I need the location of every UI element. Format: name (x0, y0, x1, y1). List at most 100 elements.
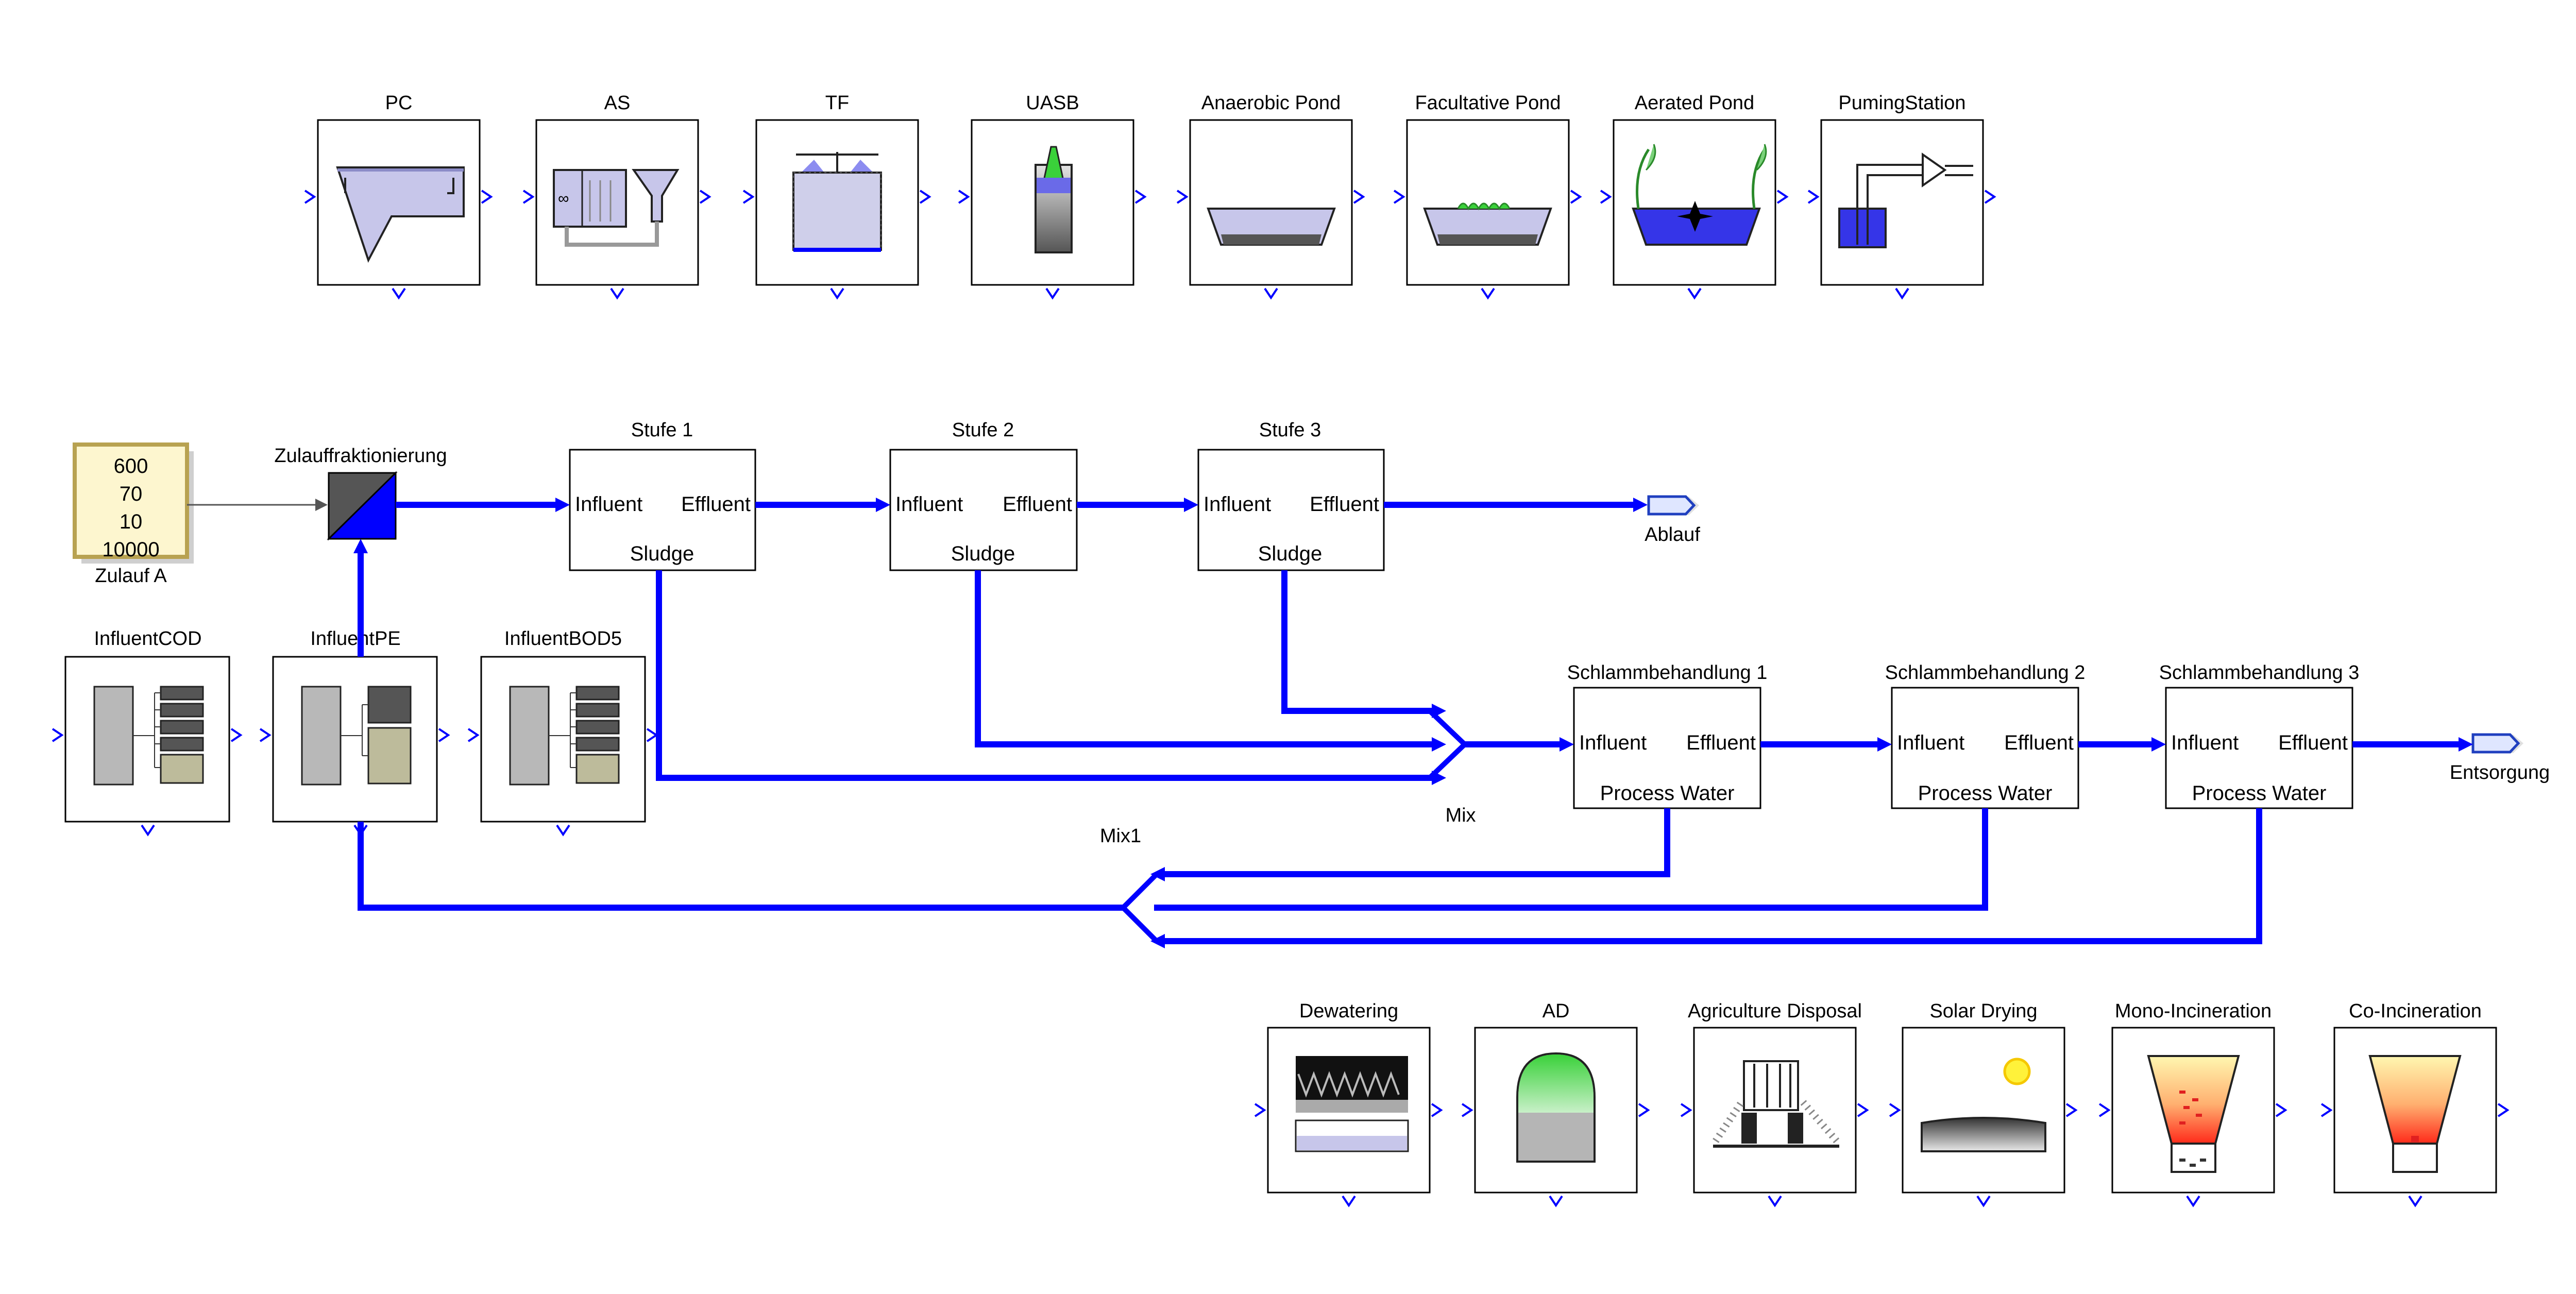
block-ad[interactable]: AD (1474, 1000, 1638, 1194)
signal-arrow (315, 499, 328, 511)
aerated-pond-icon (1632, 144, 1767, 246)
port-label: Influent (1897, 731, 1964, 754)
constant-value: 10000 (102, 538, 159, 561)
block-tf[interactable]: TF (755, 92, 919, 286)
block-label: PumingStation (1838, 92, 1965, 114)
block-aerated-pond[interactable]: Aerated Pond (1613, 92, 1776, 286)
port-label: Influent (2171, 731, 2239, 754)
fractionation-table-icon (509, 686, 620, 786)
port-label: Influent (895, 493, 963, 516)
block-label: Anaerobic Pond (1201, 92, 1341, 114)
block-as[interactable]: AS ∞ (535, 92, 699, 286)
block-title: Schlammbehandlung 1 (1567, 662, 1768, 684)
port-label: Influent (1204, 493, 1271, 516)
facultative-pond-icon (1423, 202, 1552, 246)
svg-text:∞: ∞ (558, 190, 569, 207)
fractionation-table-icon (93, 686, 204, 786)
pumping-station-icon (1838, 152, 1973, 248)
block-anaerobic-pond[interactable]: Anaerobic Pond (1189, 92, 1353, 286)
fractionation-block[interactable]: Zulauffraktionierung (274, 445, 447, 541)
block-label: Facultative Pond (1415, 92, 1561, 114)
block-label: Agriculture Disposal (1688, 1000, 1862, 1022)
stage-block-3[interactable]: Stufe 3 Influent Effluent Sludge (1197, 419, 1385, 571)
block-label: Dewatering (1299, 1000, 1398, 1022)
port-label: Effluent (2278, 731, 2348, 754)
block-agriculture-disposal[interactable]: Agriculture Disposal (1688, 1000, 1862, 1194)
influent-bod5-block[interactable]: InfluentBOD5 (480, 628, 646, 823)
outport-entsorgung[interactable]: Entsorgung (2450, 733, 2550, 784)
port-label: Effluent (681, 493, 751, 516)
top-row: PC AS ∞ T (317, 92, 1984, 286)
block-mono-incineration[interactable]: Mono-Incineration (2111, 1000, 2275, 1194)
sludge-treatment-block-1[interactable]: Schlammbehandlung 1 Influent Effluent Pr… (1567, 662, 1768, 809)
block-co-incineration[interactable]: Co-Incineration (2333, 1000, 2497, 1194)
block-uasb[interactable]: UASB (971, 92, 1134, 286)
block-label: PC (385, 92, 413, 114)
block-label: UASB (1026, 92, 1079, 114)
constant-value: 600 (114, 455, 148, 478)
port-label: Influent (575, 493, 642, 516)
block-label: Solar Drying (1929, 1000, 2037, 1022)
solar-drying-icon (1921, 1058, 2046, 1152)
block-title: Schlammbehandlung 2 (1885, 662, 2086, 684)
block-label: AS (604, 92, 631, 114)
anaerobic-digester-icon (1516, 1052, 1596, 1163)
co-incineration-icon (2368, 1055, 2462, 1173)
block-dewatering[interactable]: Dewatering (1267, 1000, 1431, 1194)
bottom-row: Dewatering AD Agriculture Disposal (1267, 1000, 2497, 1194)
block-pumping-station[interactable]: PumingStation (1820, 92, 1984, 286)
top-row-port-markers (304, 190, 1996, 300)
activated-sludge-icon: ∞ (553, 169, 680, 247)
dewatering-icon (1295, 1056, 1409, 1152)
block-label: InfluentCOD (94, 628, 201, 650)
block-label: Aerated Pond (1635, 92, 1754, 114)
block-label: TF (825, 92, 849, 114)
port-label: Effluent (2004, 731, 2074, 754)
block-label: Co-Incineration (2349, 1000, 2482, 1022)
port-label: Process Water (1918, 782, 2053, 805)
port-label: Sludge (630, 542, 694, 565)
trickling-filter-icon (792, 152, 882, 252)
sludge-treatment-block-2[interactable]: Schlammbehandlung 2 Influent Effluent Pr… (1885, 662, 2086, 809)
constant-label: Zulauf A (95, 565, 167, 587)
anaerobic-pond-icon (1207, 208, 1336, 246)
stage-title: Stufe 3 (1259, 419, 1321, 441)
constant-block-zulauf-a[interactable]: 600 70 10 10000 Zulauf A (73, 442, 194, 587)
stage-block-2[interactable]: Stufe 2 Influent Effluent Sludge (889, 419, 1078, 571)
port-marker (353, 824, 368, 837)
uasb-reactor-icon (1035, 146, 1073, 253)
port-label: Effluent (1003, 493, 1072, 516)
mix1-label: Mix1 (1100, 825, 1141, 847)
influent-cod-block[interactable]: InfluentCOD (64, 628, 230, 823)
block-facultative-pond[interactable]: Facultative Pond (1406, 92, 1570, 286)
block-label: InfluentBOD5 (504, 628, 622, 650)
block-label: Mono-Incineration (2115, 1000, 2272, 1022)
stage-title: Stufe 1 (631, 419, 693, 441)
fractionation-label: Zulauffraktionierung (274, 445, 447, 467)
port-label: Process Water (2192, 782, 2327, 805)
agriculture-disposal-icon (1713, 1060, 1840, 1148)
outport-label: Entsorgung (2450, 762, 2550, 784)
block-pc[interactable]: PC (317, 92, 481, 286)
mono-incineration-icon (2147, 1055, 2240, 1173)
port-label: Effluent (1310, 493, 1379, 516)
port-label: Effluent (1686, 731, 1756, 754)
influent-pe-block[interactable]: InfluentPE (272, 628, 438, 823)
stage-title: Stufe 2 (952, 419, 1014, 441)
port-label: Influent (1579, 731, 1647, 754)
flow-lines (353, 498, 2473, 948)
stage-block-1[interactable]: Stufe 1 Influent Effluent Sludge (569, 419, 756, 571)
mix-label: Mix (1445, 805, 1476, 826)
port-label: Process Water (1600, 782, 1735, 805)
block-title: Schlammbehandlung 3 (2159, 662, 2360, 684)
constant-value: 10 (120, 510, 143, 533)
block-solar-drying[interactable]: Solar Drying (1902, 1000, 2065, 1194)
port-label: Sludge (951, 542, 1015, 565)
primary-clarifier-icon (336, 166, 465, 263)
bottom-row-port-markers (1254, 1103, 2510, 1207)
block-label: InfluentPE (310, 628, 400, 650)
port-label: Sludge (1258, 542, 1323, 565)
sludge-treatment-block-3[interactable]: Schlammbehandlung 3 Influent Effluent Pr… (2159, 662, 2360, 809)
outport-ablauf[interactable]: Ablauf (1645, 495, 1700, 546)
